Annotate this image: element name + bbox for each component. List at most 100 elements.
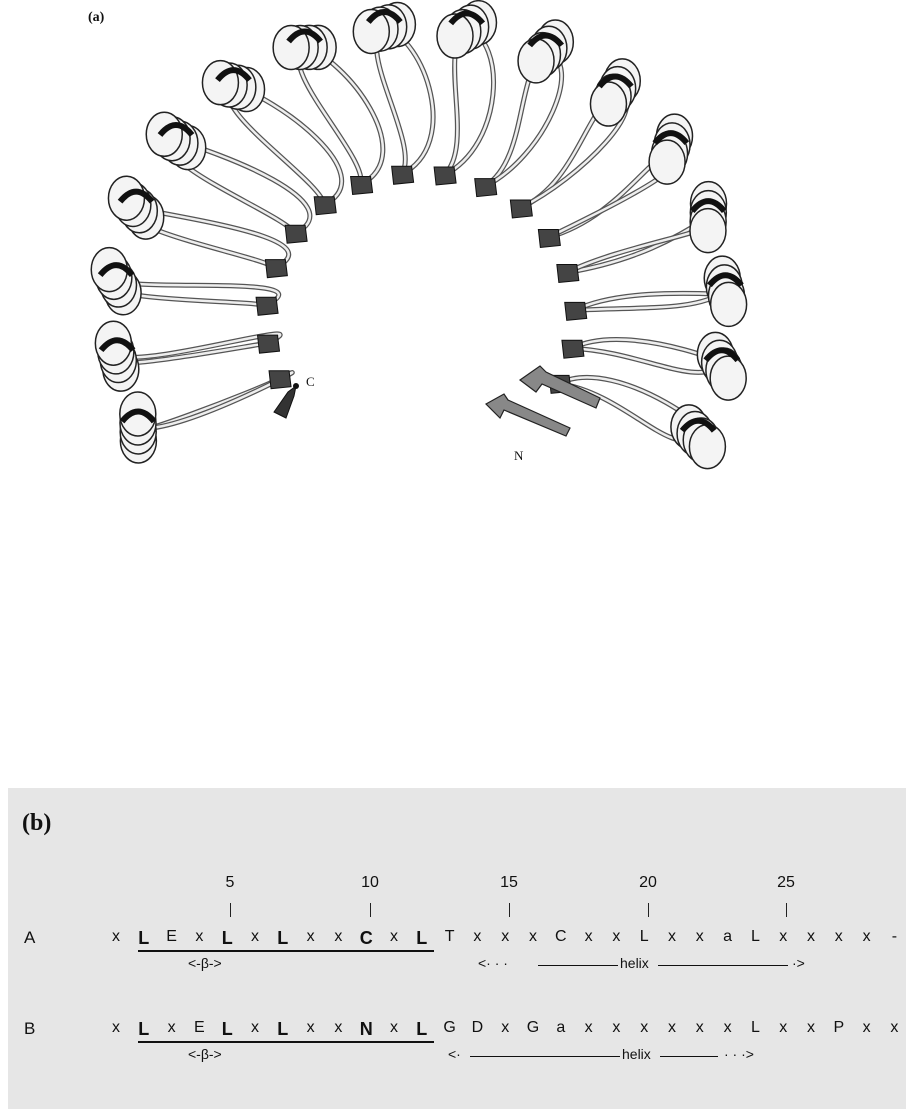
residue: x <box>773 928 793 946</box>
beta-strand <box>392 166 414 184</box>
residue: x <box>829 928 849 946</box>
residue: L <box>412 928 432 949</box>
helix-end-arrow: ·> <box>792 955 805 971</box>
residue: L <box>273 928 293 949</box>
residue: C <box>356 928 376 949</box>
position-number: 25 <box>771 874 801 892</box>
position-number: 5 <box>215 874 245 892</box>
residue: x <box>189 928 209 946</box>
residue: x <box>606 1019 626 1037</box>
residue: x <box>106 1019 126 1037</box>
panel-a-structure: (a) C N <box>0 0 906 560</box>
residue: x <box>301 928 321 946</box>
residue: x <box>328 1019 348 1037</box>
position-number: 20 <box>633 874 663 892</box>
residue: x <box>662 1019 682 1037</box>
beta-strand <box>314 197 336 215</box>
c-terminus-marker <box>293 383 299 389</box>
residue: T <box>440 928 460 946</box>
residue: x <box>857 1019 877 1037</box>
residue: L <box>217 928 237 949</box>
residue: x <box>328 928 348 946</box>
residue: x <box>718 1019 738 1037</box>
position-number: 10 <box>355 874 385 892</box>
beta-strand <box>351 177 373 195</box>
helix-coil <box>649 140 685 184</box>
row-b-label: B <box>24 1019 35 1039</box>
residue: C <box>551 928 571 946</box>
row-a-label: A <box>24 928 35 948</box>
residue: L <box>273 1019 293 1040</box>
residue: x <box>662 928 682 946</box>
residue: L <box>745 928 765 946</box>
beta-strand <box>258 335 280 353</box>
residue: x <box>384 928 404 946</box>
residue: x <box>467 928 487 946</box>
beta-underline <box>138 1041 434 1043</box>
beta-label: <-β-> <box>188 955 222 971</box>
helix-label: helix <box>622 1046 651 1062</box>
residue: x <box>523 928 543 946</box>
beta-strand <box>434 167 456 185</box>
residue: x <box>857 928 877 946</box>
position-tick <box>230 903 231 917</box>
helix-line <box>658 965 788 966</box>
residue: x <box>301 1019 321 1037</box>
residue: x <box>690 928 710 946</box>
residue: - <box>884 928 904 946</box>
residue: x <box>634 1019 654 1037</box>
residue: L <box>745 1019 765 1037</box>
beta-underline <box>138 950 434 952</box>
residue: x <box>245 928 265 946</box>
beta-strand <box>256 297 278 315</box>
residue: E <box>162 928 182 946</box>
ribbon-diagram <box>0 0 906 560</box>
residue: x <box>606 928 626 946</box>
n-terminal-strand <box>520 366 600 408</box>
residue: G <box>523 1019 543 1037</box>
n-terminus-label: N <box>514 448 523 464</box>
c-terminus-label: C <box>306 374 315 390</box>
residue: x <box>106 928 126 946</box>
residue: N <box>356 1019 376 1040</box>
residue: D <box>467 1019 487 1037</box>
helix-coil <box>689 425 725 469</box>
helix-end-arrow: · · ·> <box>724 1046 754 1062</box>
c-terminal-strand <box>274 386 296 418</box>
position-tick <box>786 903 787 917</box>
beta-strand <box>285 225 307 243</box>
position-tick <box>370 903 371 917</box>
residue: x <box>801 1019 821 1037</box>
residue: x <box>801 928 821 946</box>
beta-strand <box>269 371 291 389</box>
residue: E <box>189 1019 209 1037</box>
helix-start-arrow: <· · · <box>478 955 508 971</box>
residue: L <box>217 1019 237 1040</box>
residue: x <box>495 1019 515 1037</box>
residue: x <box>690 1019 710 1037</box>
helix-coil <box>711 282 747 326</box>
helix-line <box>660 1056 718 1057</box>
helix-coil <box>590 82 626 126</box>
n-terminal-strand <box>486 394 570 436</box>
residue: x <box>773 1019 793 1037</box>
beta-label: <-β-> <box>188 1046 222 1062</box>
helix-label: helix <box>620 955 649 971</box>
residue: x <box>579 928 599 946</box>
helix-coil <box>710 356 746 400</box>
beta-strand <box>538 229 560 247</box>
helix-line <box>470 1056 620 1057</box>
position-number: 15 <box>494 874 524 892</box>
beta-strand <box>557 265 579 283</box>
position-tick <box>509 903 510 917</box>
residue: a <box>551 1019 571 1037</box>
residue: x <box>579 1019 599 1037</box>
residue: L <box>134 928 154 949</box>
beta-strand <box>510 200 532 218</box>
residue: L <box>412 1019 432 1040</box>
helix-line <box>538 965 618 966</box>
beta-strand <box>562 340 584 358</box>
residue: x <box>162 1019 182 1037</box>
residue: x <box>245 1019 265 1037</box>
